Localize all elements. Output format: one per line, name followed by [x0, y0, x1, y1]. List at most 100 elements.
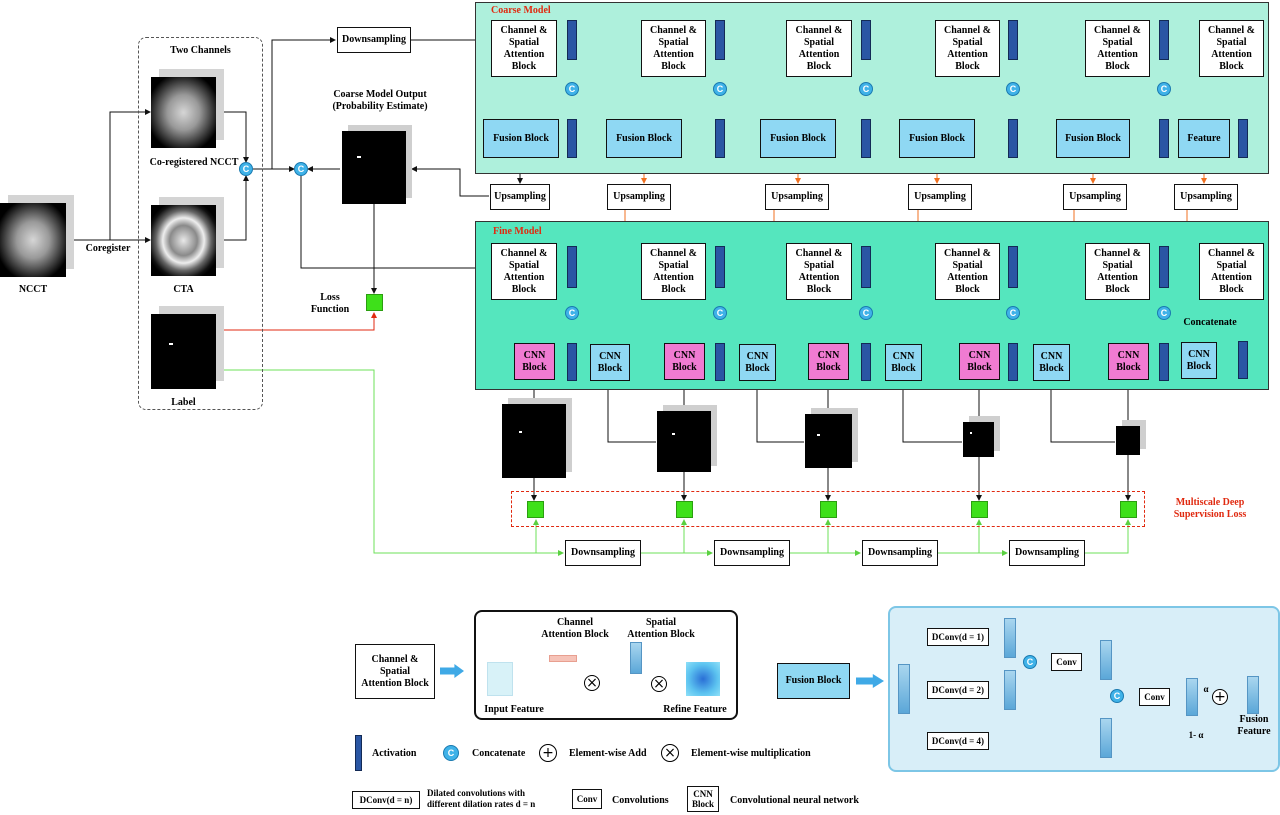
activation-bar: [1159, 246, 1169, 288]
fine-cnn-pink-1: CNN Block: [514, 343, 555, 380]
fine-csa-block-6: Channel & Spatial Attention Block: [1199, 243, 1264, 300]
legend-dconv-desc: Dilated convolutions with different dila…: [427, 788, 536, 809]
fine-cnn-blue-1: CNN Block: [590, 344, 630, 381]
concat-icon: C: [565, 306, 579, 320]
multiply-icon: ×: [661, 744, 679, 762]
multiply-icon: ×: [584, 675, 600, 691]
fine-output-map-1: [502, 404, 566, 478]
activation-bar: [567, 343, 577, 381]
activation-bar: [861, 119, 871, 158]
legend-concatenate: Concatenate: [472, 748, 526, 759]
coarse-csa-block-6: Channel & Spatial Attention Block: [1199, 20, 1264, 77]
legend-conv-desc: Convolutions: [612, 795, 669, 806]
loss-square-5: [1120, 501, 1137, 518]
fine-csa-block-3: Channel & Spatial Attention Block: [786, 243, 852, 300]
spatial-attention-map: [630, 642, 642, 674]
coarse-feature-block: Feature: [1178, 119, 1230, 158]
dconv4-box: DConv(d = 4): [927, 732, 989, 750]
coarse-model-title: Coarse Model: [491, 5, 551, 16]
loss-square-2: [676, 501, 693, 518]
dconv2-box: DConv(d = 2): [927, 681, 989, 699]
fine-cnn-pink-5: CNN Block: [1108, 343, 1149, 380]
loss-square-4: [971, 501, 988, 518]
upsampling-box-2: Upsampling: [607, 184, 671, 210]
two-channels-group: [138, 37, 263, 410]
fine-cnn-pink-2: CNN Block: [664, 343, 705, 380]
fine-cnn-blue-4: CNN Block: [1033, 344, 1070, 381]
label-downsampling-4: Downsampling: [1009, 540, 1085, 566]
loss-square-3: [820, 501, 837, 518]
right-arrow-icon: [856, 674, 884, 688]
concat-icon: C: [294, 162, 308, 176]
fusion-output-plate: [1247, 676, 1259, 714]
fine-cnn-blue-3: CNN Block: [885, 344, 922, 381]
coregistered-ncct-image: [151, 77, 216, 148]
activation-bar: [567, 20, 577, 60]
activation-bar: [715, 119, 725, 158]
coarse-csa-block-2: Channel & Spatial Attention Block: [641, 20, 706, 77]
activation-icon: [355, 735, 362, 771]
cta-image: [151, 205, 216, 276]
coarse-output-label: Coarse Model Output (Probability Estimat…: [332, 89, 428, 112]
right-arrow-icon: [440, 664, 464, 678]
upsampling-box-5: Upsampling: [1063, 184, 1127, 210]
concat-icon: C: [1157, 306, 1171, 320]
lesion-spot: [817, 434, 820, 436]
concatenate-label: Concatenate: [1183, 317, 1237, 328]
channel-attention-map: [549, 655, 577, 662]
concat-icon: C: [1110, 689, 1124, 703]
label-downsampling-2: Downsampling: [714, 540, 790, 566]
concat-icon: C: [239, 162, 253, 176]
coarse-downsampling-box: Downsampling: [337, 27, 411, 53]
ncct-label: NCCT: [18, 284, 48, 295]
activation-bar: [715, 246, 725, 288]
concat-icon: C: [713, 82, 727, 96]
detail-fusion-block: Fusion Block: [777, 663, 850, 699]
fine-output-map-5: [1116, 426, 1140, 455]
coarse-csa-block-1: Channel & Spatial Attention Block: [491, 20, 557, 77]
legend-cnn-box: CNN Block: [687, 786, 719, 812]
coarse-csa-block-3: Channel & Spatial Attention Block: [786, 20, 852, 77]
activation-bar: [715, 343, 725, 381]
lesion-spot: [672, 433, 675, 435]
dconv1-box: DConv(d = 1): [927, 628, 989, 646]
lesion-spot: [357, 156, 361, 158]
add-icon: +: [1212, 689, 1228, 705]
fine-csa-block-4: Channel & Spatial Attention Block: [935, 243, 1000, 300]
concat-icon: C: [1023, 655, 1037, 669]
coarse-fusion-block-1: Fusion Block: [483, 119, 559, 158]
fine-cnn-pink-4: CNN Block: [959, 343, 1000, 380]
activation-bar: [1008, 343, 1018, 381]
loss-square-1: [527, 501, 544, 518]
conv-box: Conv: [1139, 688, 1170, 706]
concat-icon: C: [1006, 306, 1020, 320]
fusion-input-plate: [898, 664, 910, 714]
fine-model-title: Fine Model: [493, 226, 542, 237]
coarse-fusion-block-3: Fusion Block: [760, 119, 836, 158]
lesion-spot: [970, 432, 972, 434]
concat-icon: C: [859, 82, 873, 96]
activation-bar: [1008, 246, 1018, 288]
fine-csa-block-2: Channel & Spatial Attention Block: [641, 243, 706, 300]
multiply-icon: ×: [651, 676, 667, 692]
activation-bar: [1159, 343, 1169, 381]
channel-attention-label: Channel Attention Block: [541, 617, 609, 640]
cta-label: CTA: [173, 284, 194, 295]
dconv4-output-plate: [1100, 718, 1112, 758]
coarse-fusion-block-2: Fusion Block: [606, 119, 682, 158]
fine-output-map-3: [805, 414, 852, 468]
activation-bar: [567, 246, 577, 288]
spatial-attention-label: Spatial Attention Block: [627, 617, 695, 640]
fine-output-map-4: [963, 422, 994, 457]
coarse-output-map: [342, 131, 406, 204]
input-feature-cube: [487, 662, 513, 696]
loss-function-label: Loss Function: [310, 292, 350, 315]
conv-output-plate: [1100, 640, 1112, 680]
activation-bar: [861, 343, 871, 381]
refine-feature-cube: [686, 662, 720, 696]
legend-cnn-desc: Convolutional neural network: [730, 795, 859, 806]
activation-bar: [861, 246, 871, 288]
fine-csa-block-5: Channel & Spatial Attention Block: [1085, 243, 1150, 300]
dconv1-output-plate: [1004, 618, 1016, 658]
